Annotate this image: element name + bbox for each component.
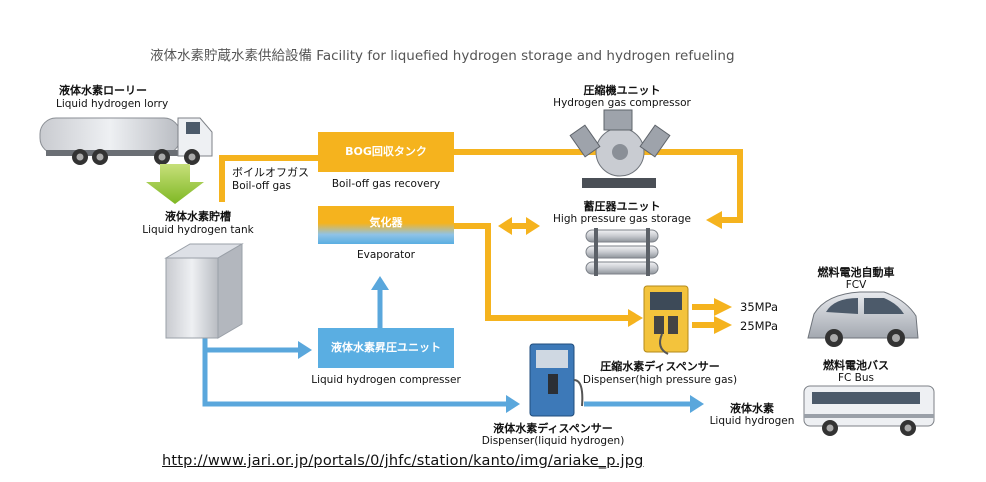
- lh2-compressor-label: 液体水素昇圧ユニット: [331, 341, 441, 354]
- lh2-compressor-box: [318, 328, 454, 368]
- tank-en-label: Liquid hydrogen tank: [142, 224, 254, 236]
- source-url: http://www.jari.or.jp/portals/0/jhfc/sta…: [162, 453, 644, 469]
- fcbus-jp-label: 燃料電池バス: [823, 359, 889, 372]
- lh2-compressor-en-label: Liquid hydrogen compresser: [311, 374, 461, 386]
- gas-compressor-jp-label: 圧縮機ユニット: [583, 84, 661, 97]
- bog-tank-box: [318, 132, 454, 172]
- pressure-35-label: 35MPa: [740, 300, 779, 314]
- storage-cylinders-illustration: [585, 228, 659, 276]
- tank-jp-label: 液体水素貯槽: [165, 210, 231, 223]
- fc-bus-illustration: [803, 385, 935, 436]
- liquid-dispenser-en-label: Dispenser(liquid hydrogen): [481, 435, 625, 447]
- liquid-flow-lines: [202, 288, 692, 407]
- gas-dispenser-en-label: Dispenser(high pressure gas): [582, 374, 738, 386]
- diagram-title: 液体水素貯蔵水素供給設備 Facility for liquefied hydr…: [150, 48, 735, 64]
- bog-tank-label: BOG回収タンク: [345, 145, 427, 158]
- liquid-dispenser-illustration: [529, 343, 584, 417]
- fcbus-en-label: FC Bus: [837, 372, 875, 384]
- boiloff-en-label: Boil-off gas: [232, 180, 292, 192]
- bog-tank-en-label: Boil-off gas recovery: [331, 178, 441, 190]
- lh2-output-jp-label: 液体水素: [730, 402, 774, 415]
- evaporator-en-label: Evaporator: [357, 249, 415, 261]
- fcv-jp-label: 燃料電池自動車: [817, 266, 895, 279]
- lorry-illustration: [39, 117, 213, 165]
- liquid-dispenser-jp-label: 液体水素ディスペンサー: [493, 422, 613, 435]
- lorry-to-tank-arrow: [146, 164, 204, 204]
- boiloff-jp-label: ボイルオフガス: [232, 166, 309, 179]
- storage-en-label: High pressure gas storage: [553, 213, 691, 225]
- evaporator-box: [318, 206, 454, 244]
- evaporator-label: 気化器: [369, 216, 403, 229]
- pressure-25-label: 25MPa: [740, 319, 779, 333]
- fcv-car-illustration: [807, 291, 919, 347]
- lorry-en-label: Liquid hydrogen lorry: [56, 98, 169, 110]
- liquid-flow-arrowheads: [298, 276, 704, 413]
- fcv-en-label: FCV: [845, 279, 867, 291]
- lh2-output-en-label: Liquid hydrogen: [709, 415, 795, 427]
- gas-compressor-en-label: Hydrogen gas compressor: [553, 97, 691, 109]
- lorry-jp-label: 液体水素ローリー: [59, 84, 147, 97]
- gas-compressor-illustration: [569, 109, 671, 188]
- hydrogen-tank-illustration: [164, 243, 244, 339]
- storage-jp-label: 蓄圧器ユニット: [583, 200, 661, 213]
- gas-flow-arrowheads: [498, 211, 732, 334]
- gas-dispenser-illustration: [643, 285, 689, 355]
- gas-dispenser-jp-label: 圧縮水素ディスペンサー: [600, 360, 720, 373]
